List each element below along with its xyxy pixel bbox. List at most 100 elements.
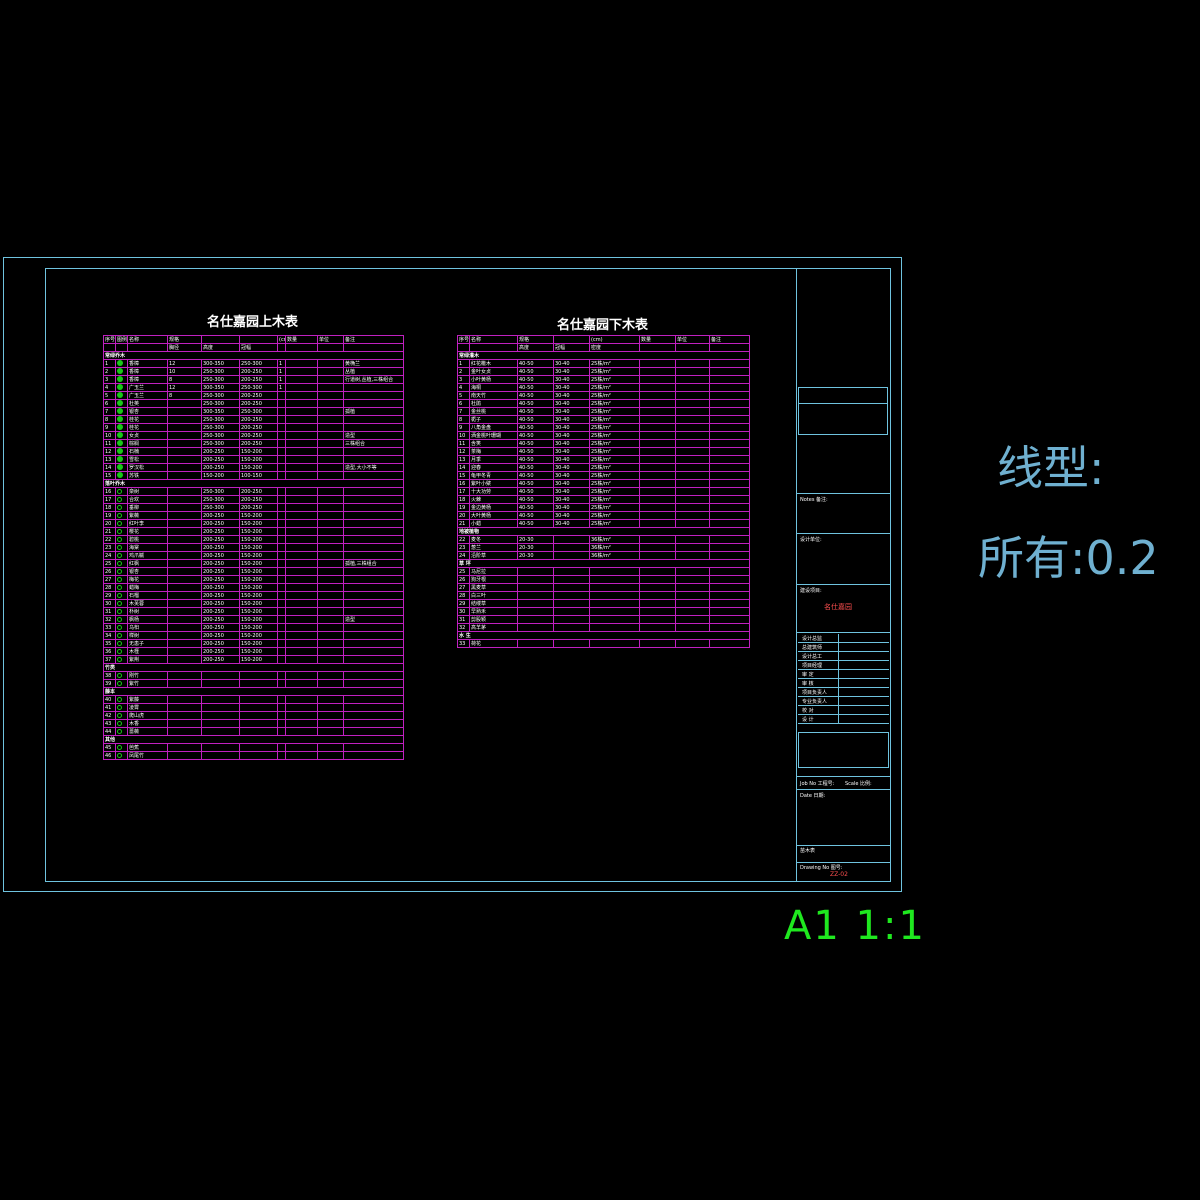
deciduous-tree-icon bbox=[117, 656, 122, 662]
table-cell bbox=[201, 727, 240, 736]
table-cell: 葱兰 bbox=[469, 543, 518, 552]
table-cell bbox=[343, 671, 404, 680]
header-cell: 备注 bbox=[709, 335, 750, 344]
table-cell bbox=[639, 439, 676, 448]
table-cell bbox=[343, 543, 404, 552]
table-cell bbox=[277, 615, 286, 624]
table-cell bbox=[285, 647, 318, 656]
table-cell: 30-40 bbox=[553, 455, 590, 464]
table-cell bbox=[277, 431, 286, 440]
header-cell bbox=[201, 335, 240, 344]
legend-cell bbox=[115, 567, 128, 576]
deciduous-tree-icon bbox=[117, 640, 122, 646]
table-cell: 刚竹 bbox=[127, 671, 168, 680]
table-cell: 25株/m² bbox=[589, 407, 640, 416]
table-cell: 含笑 bbox=[469, 439, 518, 448]
table-cell: 25株/m² bbox=[589, 367, 640, 376]
evergreen-tree-icon bbox=[117, 424, 123, 431]
deciduous-tree-icon bbox=[117, 592, 122, 598]
deciduous-tree-icon bbox=[117, 648, 122, 654]
table-cell: 200-250 bbox=[201, 631, 240, 640]
section-label: 藤本 bbox=[103, 687, 404, 696]
table-cell: 30-40 bbox=[553, 463, 590, 472]
table-cell bbox=[709, 567, 750, 576]
table-cell bbox=[639, 375, 676, 384]
table-cell bbox=[167, 615, 202, 624]
header-cell bbox=[317, 343, 344, 352]
table-cell: 150-200 bbox=[239, 647, 278, 656]
table-cell: 31 bbox=[103, 607, 116, 616]
table-cell: 2 bbox=[457, 367, 470, 376]
table-cell: 25株/m² bbox=[589, 359, 640, 368]
section-label: 草 坪 bbox=[457, 559, 750, 568]
approval-row: 设计总监 bbox=[798, 634, 889, 643]
table-cell bbox=[343, 583, 404, 592]
table-cell: 高羊茅 bbox=[469, 623, 518, 632]
table-cell: 罗汉松 bbox=[127, 463, 168, 472]
table-cell: 狗牙根 bbox=[469, 575, 518, 584]
table-cell bbox=[167, 455, 202, 464]
table-cell bbox=[277, 751, 286, 760]
table-cell bbox=[675, 575, 710, 584]
table-cell bbox=[317, 607, 344, 616]
table-cell: 木槿 bbox=[127, 647, 168, 656]
deciduous-tree-icon bbox=[117, 584, 122, 590]
table-cell bbox=[639, 623, 676, 632]
evergreen-tree-icon bbox=[117, 400, 123, 407]
table-cell: 20 bbox=[457, 511, 470, 520]
table-cell: 八角金盘 bbox=[469, 423, 518, 432]
legend-cell bbox=[115, 447, 128, 456]
table-cell: 36株/m² bbox=[589, 551, 640, 560]
legend-cell bbox=[115, 599, 128, 608]
table-cell bbox=[343, 647, 404, 656]
table-cell bbox=[201, 695, 240, 704]
evergreen-tree-icon bbox=[117, 440, 123, 447]
revision-box bbox=[798, 732, 889, 768]
table-cell bbox=[317, 599, 344, 608]
table-cell: 黑麦草 bbox=[469, 583, 518, 592]
table-cell bbox=[239, 751, 278, 760]
table-cell bbox=[277, 575, 286, 584]
header-cell: 规格 bbox=[517, 335, 554, 344]
table-cell: 鸡爪槭 bbox=[127, 551, 168, 560]
table-cell: 150-200 bbox=[239, 623, 278, 632]
table-cell bbox=[709, 575, 750, 584]
table-cell: 20-30 bbox=[517, 543, 554, 552]
table-cell: 爬山虎 bbox=[127, 711, 168, 720]
table-cell bbox=[201, 671, 240, 680]
table-cell bbox=[639, 415, 676, 424]
table-cell bbox=[285, 559, 318, 568]
table-cell bbox=[675, 439, 710, 448]
table-cell bbox=[709, 535, 750, 544]
approval-row: 设 计 bbox=[798, 715, 889, 724]
legend-cell bbox=[115, 607, 128, 616]
table-cell bbox=[709, 615, 750, 624]
table-cell: 4 bbox=[457, 383, 470, 392]
table-cell bbox=[675, 463, 710, 472]
header-cell bbox=[553, 335, 590, 344]
table-cell bbox=[675, 479, 710, 488]
table-cell bbox=[317, 623, 344, 632]
table-cell: 200-250 bbox=[201, 647, 240, 656]
table-cell: 5 bbox=[457, 391, 470, 400]
table-cell bbox=[317, 527, 344, 536]
table-cell: 250-300 bbox=[201, 495, 240, 504]
table-cell bbox=[277, 591, 286, 600]
table-cell bbox=[317, 447, 344, 456]
table-cell: 200-250 bbox=[239, 399, 278, 408]
table-cell bbox=[317, 575, 344, 584]
table-cell: 桂花 bbox=[127, 415, 168, 424]
table-cell bbox=[343, 639, 404, 648]
table-cell: 150-200 bbox=[239, 599, 278, 608]
table-cell bbox=[167, 727, 202, 736]
